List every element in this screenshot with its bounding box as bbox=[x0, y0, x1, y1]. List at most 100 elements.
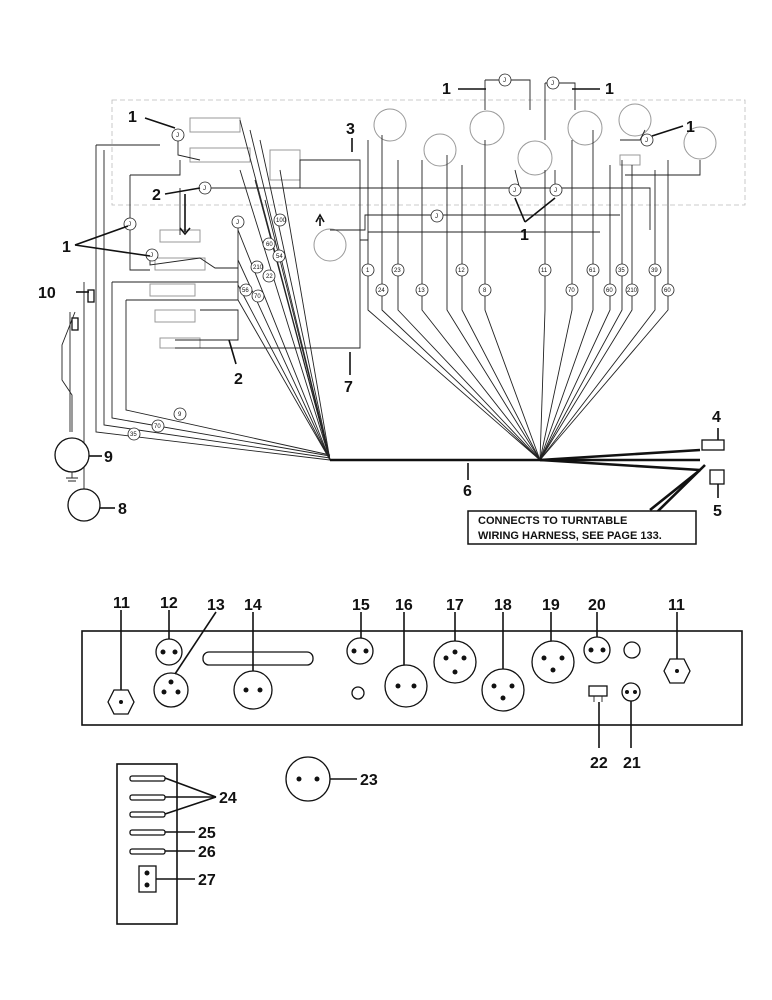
callout-20: 20 bbox=[588, 597, 606, 614]
callout-5: 5 bbox=[713, 503, 722, 520]
harness-callouts: 1 1 1 1 1 1 2 2 3 4 5 6 7 8 9 10 bbox=[38, 81, 722, 520]
wire-tag: 22 bbox=[266, 274, 273, 280]
callout-23: 23 bbox=[360, 772, 378, 789]
callout-2: 2 bbox=[152, 187, 161, 204]
wire-tag: J bbox=[176, 133, 179, 139]
callout-7: 7 bbox=[344, 379, 353, 396]
left-wiring bbox=[54, 135, 361, 522]
callout-11: 11 bbox=[668, 597, 685, 614]
callout-22: 22 bbox=[590, 755, 608, 772]
wire-tag: 8 bbox=[483, 288, 487, 294]
note-line-2: WIRING HARNESS, SEE PAGE 133. bbox=[478, 530, 662, 542]
panel-callouts: 11 12 13 14 15 16 17 18 19 20 11 21 22 2… bbox=[113, 595, 685, 889]
callout-15: 15 bbox=[352, 597, 370, 614]
wire-tag: 61 bbox=[589, 268, 596, 274]
callout-27: 27 bbox=[198, 872, 216, 889]
callout-16: 16 bbox=[395, 597, 413, 614]
side-plate bbox=[116, 763, 178, 925]
callout-10: 10 bbox=[38, 285, 56, 302]
callout-25: 25 bbox=[198, 825, 216, 842]
callout-21: 21 bbox=[623, 755, 641, 772]
wire-tag: 60 bbox=[664, 288, 671, 294]
receptacle-12 bbox=[155, 638, 183, 666]
connector-4 bbox=[701, 439, 725, 451]
callout-17: 17 bbox=[446, 597, 464, 614]
wire-tag: J bbox=[645, 138, 648, 144]
receptacle-19 bbox=[531, 640, 575, 684]
wire-tag: 23 bbox=[394, 268, 401, 274]
wire-tag: 11 bbox=[541, 268, 548, 274]
receptacle-14 bbox=[233, 670, 273, 710]
wire-tag: 9 bbox=[178, 412, 182, 418]
callout-19: 19 bbox=[542, 597, 560, 614]
small-hole bbox=[623, 641, 641, 659]
receptacle-15 bbox=[346, 637, 374, 665]
receptacle-18 bbox=[481, 668, 525, 712]
lamp-9 bbox=[54, 437, 90, 473]
slot-14 bbox=[202, 651, 314, 666]
wire-tag: 39 bbox=[651, 268, 658, 274]
jumper-tags: J J J J J J J J J J J bbox=[123, 73, 654, 262]
wire-tag: J bbox=[203, 186, 206, 192]
wire-tag: J bbox=[150, 253, 153, 259]
receptacle-21 bbox=[621, 682, 641, 702]
switch-22 bbox=[588, 685, 608, 697]
left-loop-tags: 9 70 35 bbox=[127, 407, 187, 441]
gauge-row bbox=[149, 103, 717, 349]
wire-tag: 13 bbox=[418, 288, 425, 294]
callout-1: 1 bbox=[442, 81, 451, 98]
callout-1: 1 bbox=[520, 227, 529, 244]
connector-5 bbox=[709, 469, 725, 485]
harness-section: CONNECTS TO TURNTABLE WIRING HARNESS, SE… bbox=[38, 73, 746, 545]
wire-tag: 35 bbox=[130, 432, 137, 438]
receptacle-16 bbox=[384, 664, 428, 708]
receptacle-20 bbox=[583, 636, 611, 664]
terminal-block-27 bbox=[138, 865, 157, 893]
connector-panel-section: 11 12 13 14 15 16 17 18 19 20 11 21 22 2… bbox=[81, 595, 743, 925]
panel-leaders bbox=[120, 610, 678, 880]
receptacle-17 bbox=[433, 640, 477, 684]
fuse-holder bbox=[87, 289, 95, 303]
wire-tag: J bbox=[551, 81, 554, 87]
wire-tag: J bbox=[513, 188, 516, 194]
callout-12: 12 bbox=[160, 595, 178, 612]
wire-tag: 60 bbox=[606, 288, 613, 294]
wire-tag: 210 bbox=[253, 265, 264, 271]
callout-4: 4 bbox=[712, 409, 721, 426]
harness-leaders bbox=[74, 88, 719, 509]
lamp-8 bbox=[67, 488, 101, 522]
wire-tag: 100 bbox=[276, 218, 287, 224]
note-line-1: CONNECTS TO TURNTABLE bbox=[478, 515, 627, 527]
wire-tag: J bbox=[128, 222, 131, 228]
right-wire-fan bbox=[367, 130, 669, 461]
wire-tag: J bbox=[236, 220, 239, 226]
inline-fuse bbox=[71, 317, 79, 331]
callout-11: 11 bbox=[113, 595, 130, 612]
callout-13: 13 bbox=[207, 597, 225, 614]
wire-tag: 210 bbox=[627, 288, 638, 294]
wire-tag: 70 bbox=[154, 424, 161, 430]
callout-9: 9 bbox=[104, 449, 113, 466]
wire-tag: J bbox=[435, 214, 438, 220]
wire-tag: 24 bbox=[378, 288, 385, 294]
wire-tag: 35 bbox=[618, 268, 625, 274]
callout-1: 1 bbox=[62, 239, 71, 256]
wire-tag: 56 bbox=[242, 288, 249, 294]
wire-tag: J bbox=[503, 78, 506, 84]
wire-tag: 60 bbox=[266, 242, 273, 248]
callout-1: 1 bbox=[128, 109, 137, 126]
callout-26: 26 bbox=[198, 844, 216, 861]
callout-24: 24 bbox=[219, 790, 237, 807]
turntable-note: CONNECTS TO TURNTABLE WIRING HARNESS, SE… bbox=[467, 510, 697, 545]
wire-tag: 70 bbox=[254, 294, 261, 300]
callout-1: 1 bbox=[605, 81, 614, 98]
receptacle-23 bbox=[285, 756, 331, 802]
wire-tag: 70 bbox=[568, 288, 575, 294]
wire-tag: 12 bbox=[458, 268, 465, 274]
left-fan-tags: 100 60 54 22 210 56 70 bbox=[239, 213, 287, 303]
wire-tag: 54 bbox=[276, 254, 283, 260]
main-trunk bbox=[330, 439, 725, 513]
wire-tag: J bbox=[554, 188, 557, 194]
callout-6: 6 bbox=[463, 483, 472, 500]
